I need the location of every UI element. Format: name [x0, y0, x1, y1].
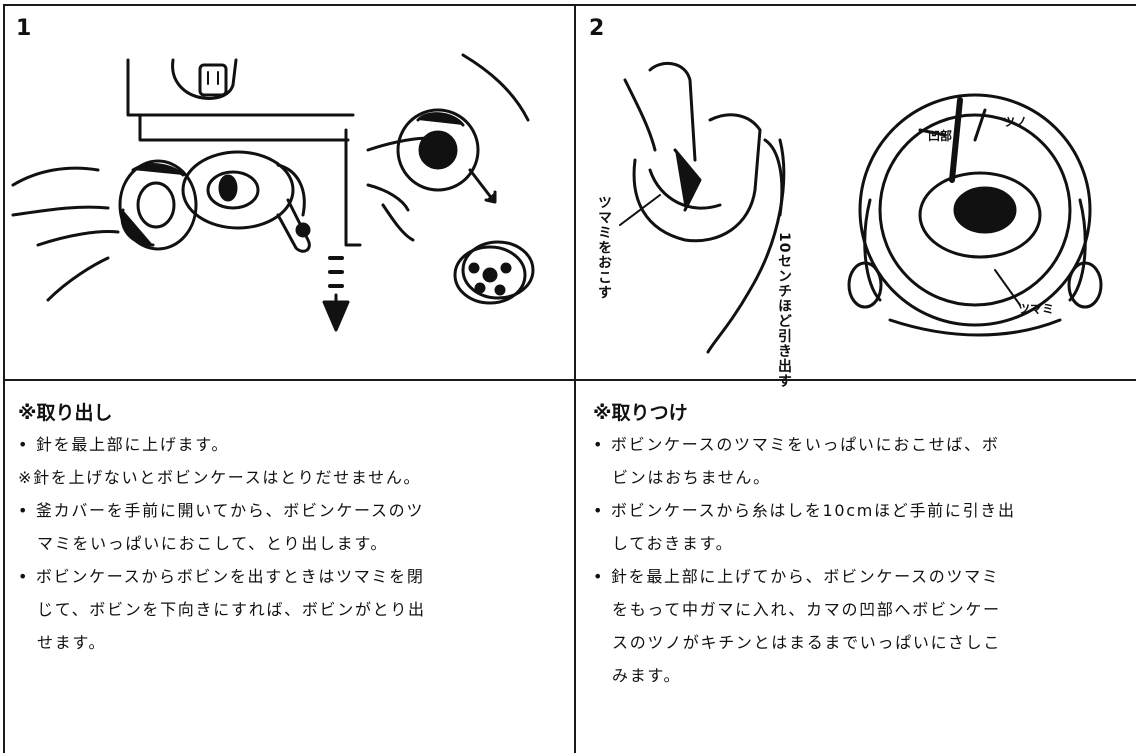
- frame-divider: [3, 379, 1136, 381]
- removal-line: じて、ボビンを下向きにすれば、ボビンがとり出: [37, 600, 426, 619]
- frame-middle: [574, 4, 576, 753]
- removal-line: • ボビンケースからボビンを出すときはツマミを閉: [18, 567, 425, 586]
- insertion-line: しておきます。: [612, 534, 734, 553]
- frame-top: [3, 4, 1136, 6]
- insertion-line: • ボビンケースから糸はしを10cmほど手前に引き出: [593, 501, 1016, 520]
- removal-heading: ※取り出し: [18, 402, 113, 424]
- insertion-line: • 針を最上部に上げてから、ボビンケースのツマミ: [593, 567, 1000, 586]
- frame-left: [3, 4, 5, 753]
- removal-line: • 針を最上部に上げます。: [18, 435, 230, 454]
- insertion-line: みます。: [612, 666, 682, 685]
- label-knob-raise: ツマミをおこす: [596, 195, 612, 300]
- removal-line: ※針を上げないとボビンケースはとりだせません。: [18, 468, 422, 487]
- panel-1-number: 1: [16, 16, 32, 41]
- panel-2-number: 2: [589, 16, 605, 41]
- insertion-line: ビンはおちません。: [612, 468, 771, 487]
- bobbin-insertion-illustration: [619, 61, 1103, 354]
- insertion-line: • ボビンケースのツマミをいっぱいにおこせば、ボ: [593, 435, 1000, 454]
- label-knob: ツマミ: [1018, 302, 1055, 316]
- removal-instructions: ※取り出し • 針を最上部に上げます。 ※針を上げないとボビンケースはとりだせま…: [18, 402, 568, 659]
- removal-line: せます。: [37, 633, 107, 652]
- label-recess: 凹部: [928, 129, 953, 143]
- label-pull-out: 10センチほど引き出す: [776, 232, 792, 389]
- insertion-line: スのツノがキチンとはまるまでいっぱいにさしこ: [612, 633, 1002, 652]
- label-horn: ツノ: [1003, 115, 1028, 129]
- removal-line: • 釜カバーを手前に開いてから、ボビンケースのツ: [18, 501, 425, 520]
- removal-line: マミをいっぱいにおこして、とり出します。: [37, 534, 389, 553]
- bobbin-removal-illustration: [11, 53, 535, 332]
- insertion-instructions: ※取りつけ • ボビンケースのツマミをいっぱいにおこせば、ボ ビンはおちません。…: [593, 402, 1133, 692]
- insertion-heading: ※取りつけ: [593, 402, 688, 424]
- insertion-line: をもって中ガマに入れ、カマの凹部へボビンケー: [612, 600, 1001, 619]
